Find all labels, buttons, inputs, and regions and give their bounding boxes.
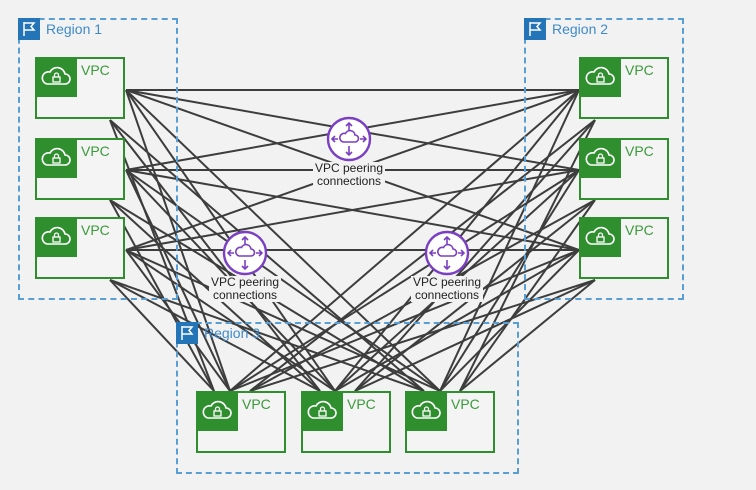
peering-connection-line: [125, 249, 231, 392]
peering-connection-line: [229, 249, 580, 392]
vpc-r1-3: VPC: [35, 217, 125, 279]
peering-connection-line: [125, 249, 336, 392]
vpc-r1-1: VPC: [35, 57, 125, 119]
region-2-label: Region 2: [552, 21, 609, 37]
vpc-r3-2: VPC: [301, 391, 391, 453]
peering-connection-line: [125, 249, 441, 392]
peering-label-line-2: connections: [316, 174, 382, 188]
vpc-label: VPC: [347, 396, 376, 412]
vpc-cloud-lock-icon: [405, 391, 447, 431]
vpc-label: VPC: [242, 396, 271, 412]
peering-router-icon: [326, 116, 372, 162]
vpc-cloud-lock-icon: [579, 217, 621, 257]
region-1-label: Region 1: [46, 21, 103, 37]
peering-connection-line: [334, 249, 580, 392]
peering-connection-line: [229, 169, 580, 392]
peering-connection-line: [249, 119, 596, 392]
vpc-r2-3: VPC: [579, 217, 669, 279]
region-3-boundary: Region 3: [176, 322, 519, 474]
vpc-label: VPC: [625, 62, 654, 78]
flag-icon: [18, 18, 40, 40]
peering-label-line-1: VPC peering: [210, 275, 280, 289]
vpc-label: VPC: [81, 143, 110, 159]
peering-connection-line: [125, 169, 231, 392]
vpc-cloud-lock-icon: [196, 391, 238, 431]
peering-connection-line: [109, 199, 215, 392]
region-1-boundary: Region 1: [18, 18, 178, 300]
region-3-label: Region 3: [204, 325, 261, 341]
vpc-r3-1: VPC: [196, 391, 286, 453]
vpc-label: VPC: [625, 222, 654, 238]
peering-connection-line: [109, 119, 321, 392]
peering-router-icon: [222, 230, 268, 276]
vpc-r2-2: VPC: [579, 138, 669, 200]
vpc-label: VPC: [451, 396, 480, 412]
vpc-label: VPC: [625, 143, 654, 159]
peering-label-line-2: connections: [414, 288, 480, 302]
peering-connection-line: [439, 169, 580, 392]
peering-label-line-2: connections: [212, 288, 278, 302]
vpc-cloud-lock-icon: [579, 138, 621, 178]
region-2-boundary: Region 2: [524, 18, 684, 300]
peering-connections-right: VPC peering connections: [387, 230, 507, 304]
vpc-cloud-lock-icon: [35, 57, 77, 97]
vpc-cloud-lock-icon: [35, 138, 77, 178]
peering-connections-left: VPC peering connections: [185, 230, 305, 304]
vpc-r2-1: VPC: [579, 57, 669, 119]
vpc-cloud-lock-icon: [579, 57, 621, 97]
peering-router-icon: [424, 230, 470, 276]
peering-label: VPC peering connections: [410, 275, 484, 302]
peering-connection-line: [459, 199, 596, 392]
peering-connections-top: VPC peering connections: [289, 116, 409, 190]
vpc-cloud-lock-icon: [301, 391, 343, 431]
vpc-label: VPC: [81, 62, 110, 78]
vpc-cloud-lock-icon: [35, 217, 77, 257]
peering-connection-line: [125, 89, 441, 392]
peering-label: VPC peering connections: [208, 275, 282, 302]
peering-label-line-1: VPC peering: [314, 161, 384, 175]
vpc-r1-2: VPC: [35, 138, 125, 200]
peering-label: VPC peering connections: [312, 161, 386, 188]
vpc-label: VPC: [81, 222, 110, 238]
peering-connection-line: [459, 119, 596, 392]
flag-icon: [524, 18, 546, 40]
peering-connection-line: [439, 89, 580, 392]
peering-connection-line: [125, 89, 231, 392]
peering-connection-line: [354, 119, 596, 392]
peering-connection-line: [229, 89, 580, 392]
flag-icon: [176, 322, 198, 344]
peering-connection-line: [439, 249, 580, 392]
peering-connection-line: [125, 169, 441, 392]
vpc-r3-3: VPC: [405, 391, 495, 453]
peering-label-line-1: VPC peering: [412, 275, 482, 289]
